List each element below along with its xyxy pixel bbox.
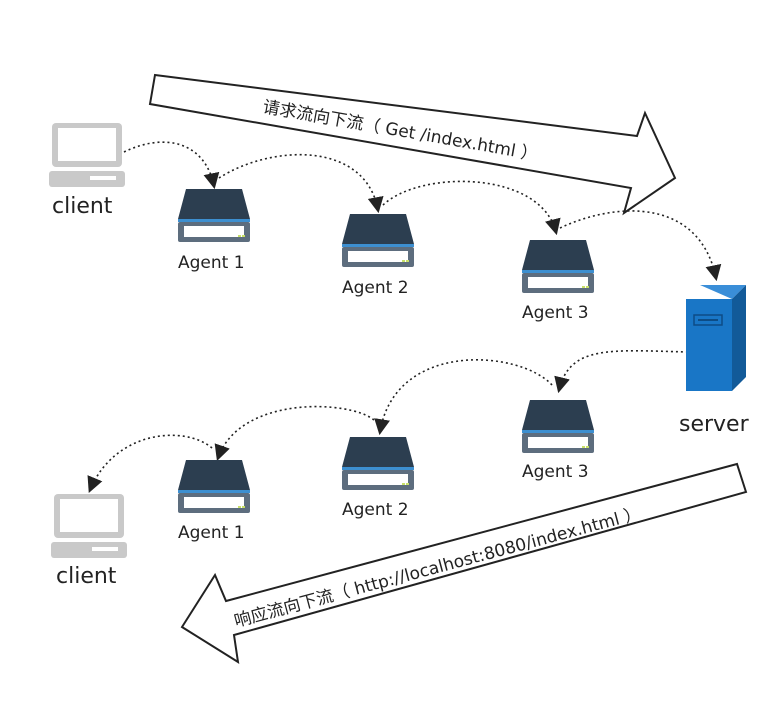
agent-1-node-top: Agent 1 — [178, 189, 250, 273]
response-flow-label: 响应流向下流（ http://localhost:8080/index.html… — [232, 504, 643, 632]
scanner-icon — [342, 437, 414, 490]
client-label-top: client — [52, 194, 113, 219]
agent-1-label-top: Agent 1 — [178, 253, 245, 273]
agent-3-node-bottom: Agent 3 — [522, 400, 594, 482]
agent-1-label-bottom: Agent 1 — [178, 523, 245, 543]
scanner-icon — [342, 214, 414, 267]
scanner-icon — [178, 189, 250, 242]
agent-2-node-top: Agent 2 — [342, 214, 414, 298]
server-tower-icon — [685, 284, 747, 392]
scanner-icon — [178, 460, 250, 513]
scanner-icon — [522, 240, 594, 293]
agent-3-label-top: Agent 3 — [522, 303, 589, 323]
response-connectors — [87, 349, 689, 493]
request-connectors — [123, 141, 722, 282]
laptop-icon — [49, 123, 125, 187]
agent-2-label-top: Agent 2 — [342, 278, 409, 298]
laptop-icon — [51, 494, 127, 558]
scanner-icon — [522, 400, 594, 453]
client-node-top: client — [49, 123, 125, 219]
agent-3-node-top: Agent 3 — [522, 240, 594, 323]
response-flow-arrow: 响应流向下流（ http://localhost:8080/index.html… — [180, 462, 748, 664]
server-label: server — [679, 412, 750, 437]
agent-2-node-bottom: Agent 2 — [342, 437, 414, 520]
server-node: server — [679, 284, 750, 437]
agent-2-label-bottom: Agent 2 — [342, 500, 409, 520]
client-node-bottom: client — [51, 494, 127, 589]
agent-1-node-bottom: Agent 1 — [178, 460, 250, 543]
agent-3-label-bottom: Agent 3 — [522, 462, 589, 482]
client-label-bottom: client — [56, 564, 117, 589]
